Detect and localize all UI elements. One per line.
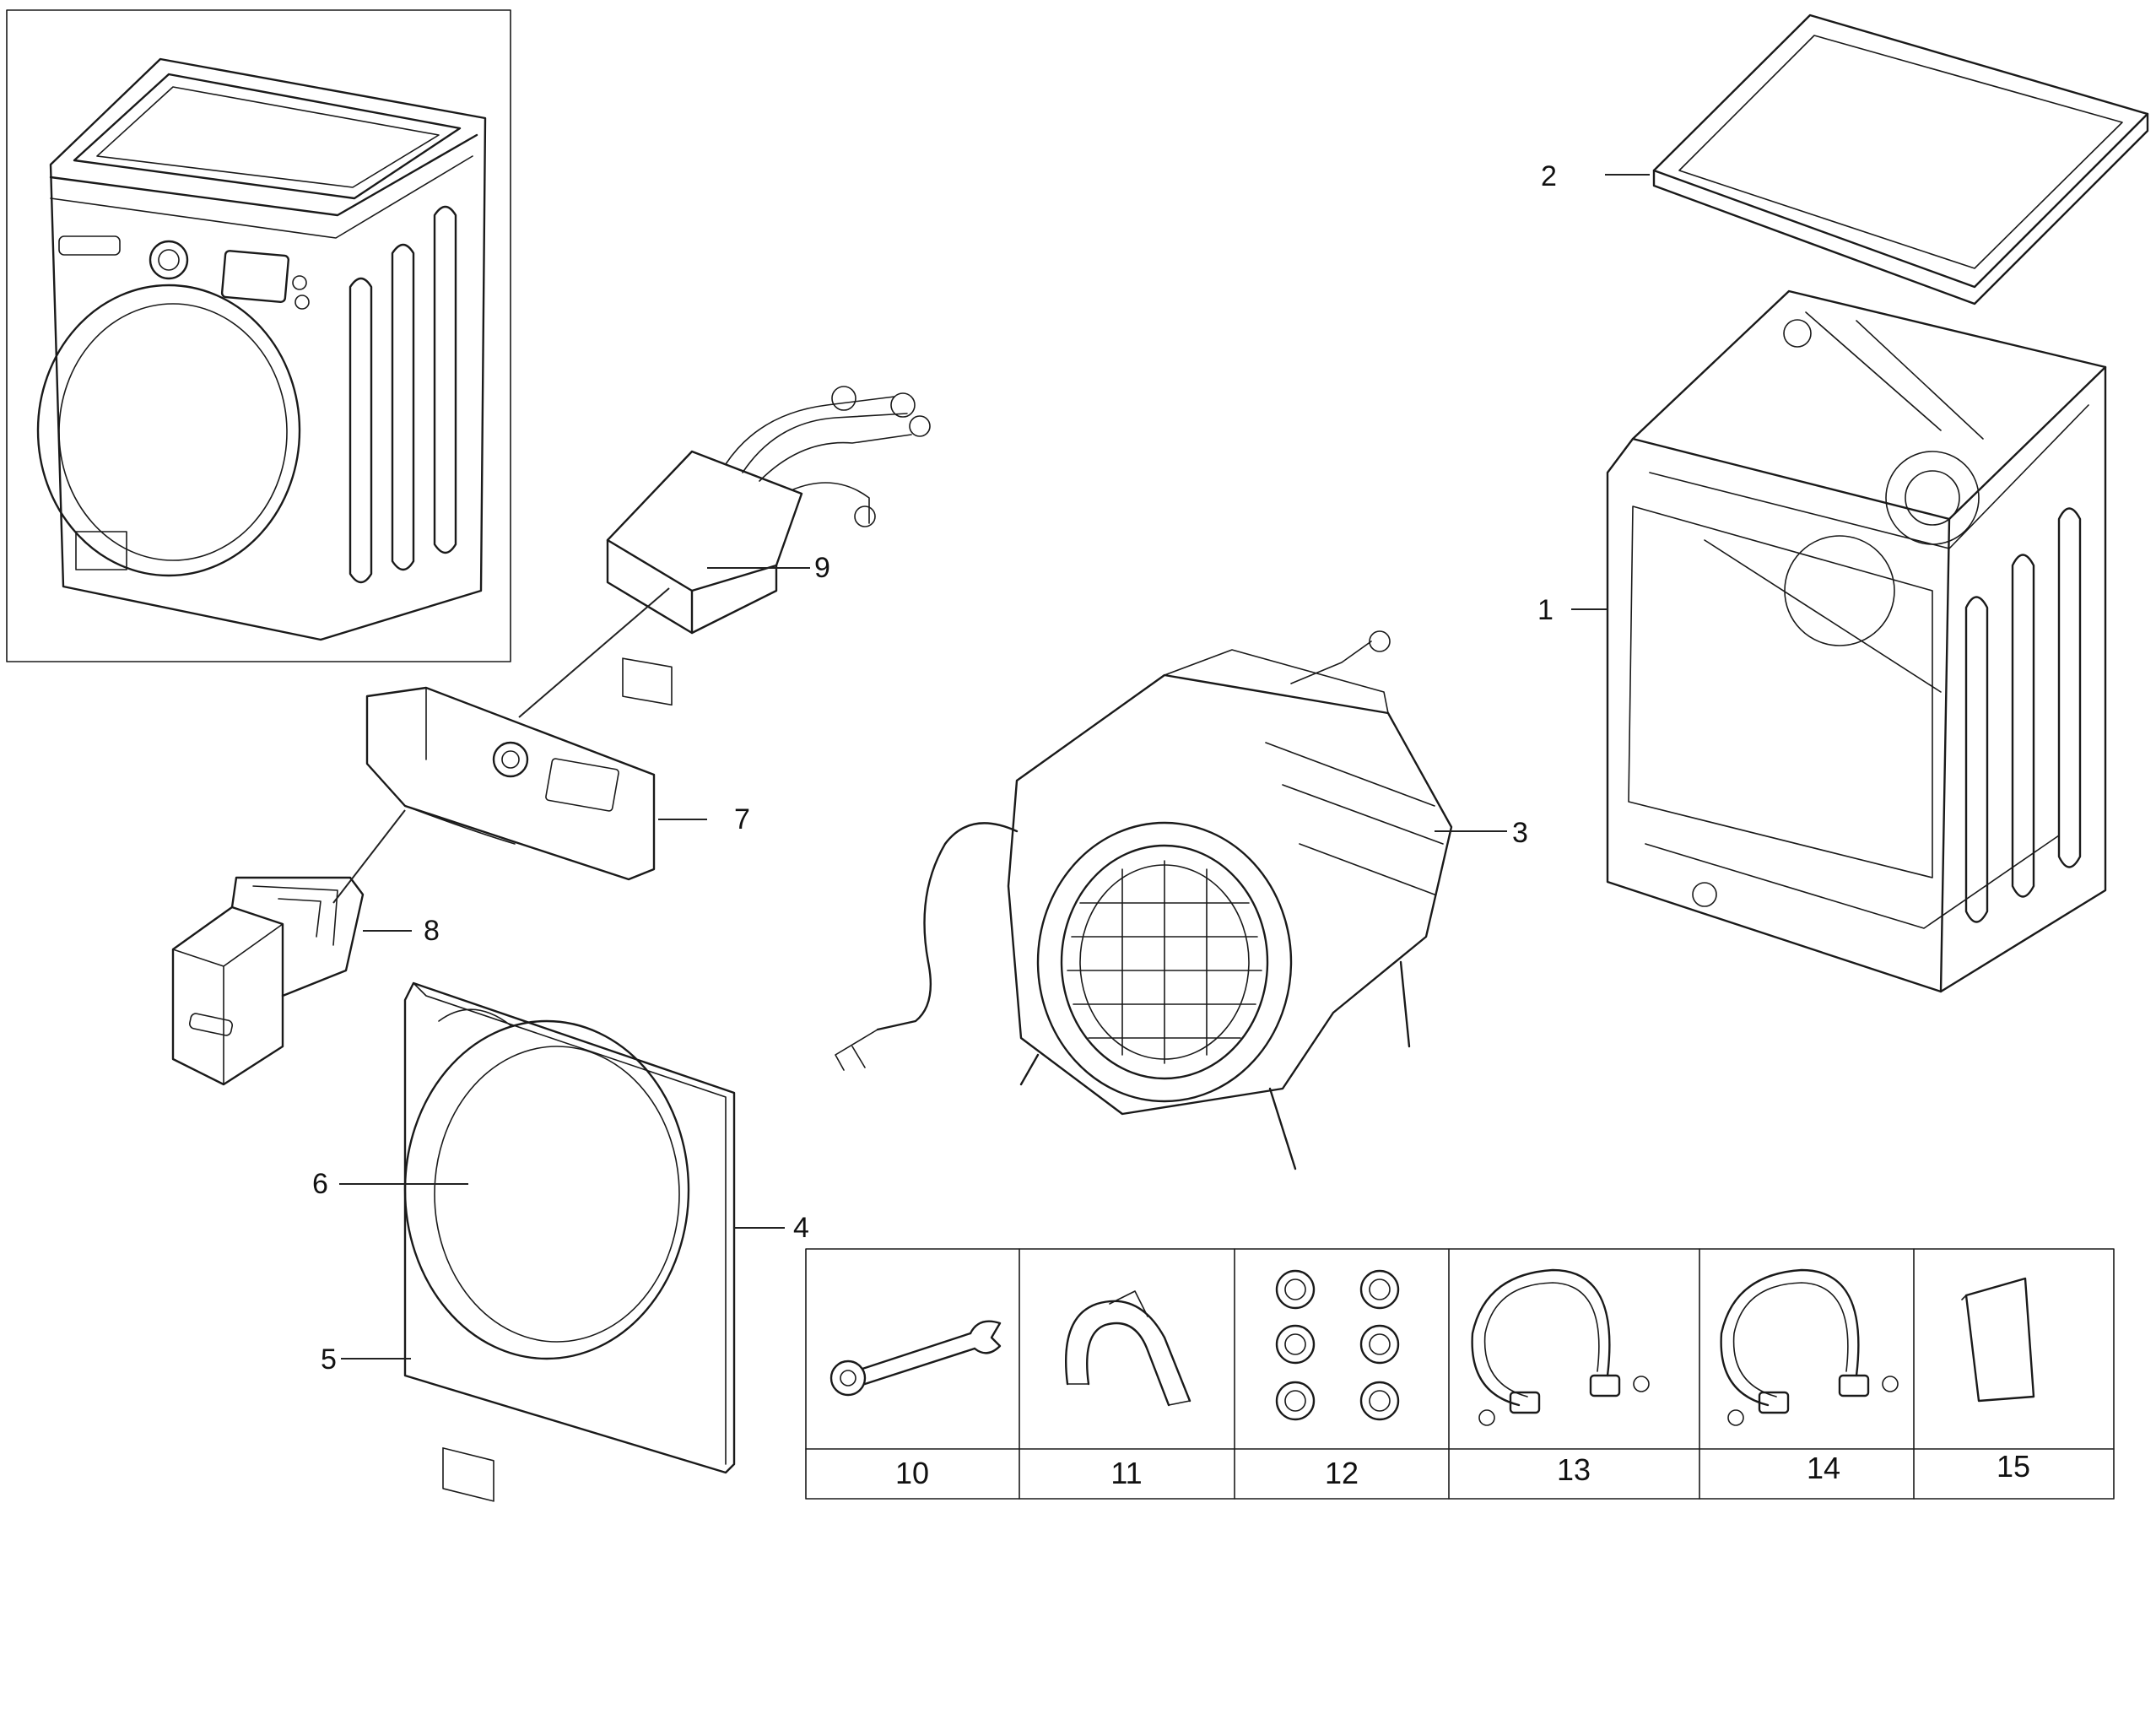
- callout-6: 6: [312, 1168, 328, 1200]
- callout-3: 3: [1512, 817, 1528, 849]
- sheet-icon: [1961, 1277, 2035, 1403]
- top-cover-drawing: [1652, 14, 2149, 305]
- accessory-label-14: 14: [1807, 1451, 1840, 1485]
- reference-washer: [6, 9, 511, 662]
- tub-drum-drawing: [835, 630, 1453, 1170]
- leader-lines: [332, 174, 1650, 1360]
- accessory-label-15: 15: [1997, 1449, 2030, 1484]
- callout-1: 1: [1537, 594, 1554, 626]
- dispenser-drawing: [606, 386, 931, 706]
- callout-9: 9: [814, 552, 830, 584]
- callout-5: 5: [321, 1343, 337, 1376]
- hose-icon: [1471, 1268, 1650, 1426]
- callout-numbers: 2 1 3 9 7 8 6 4 5: [312, 160, 1557, 1376]
- caps-icon: [1275, 1269, 1400, 1421]
- hose-guide-icon: [1064, 1290, 1191, 1407]
- control-panel-drawing: [365, 686, 656, 881]
- front-panel-drawing: [403, 981, 736, 1502]
- accessory-label-13: 13: [1557, 1452, 1591, 1487]
- cabinet-frame-drawing: [1606, 289, 2107, 993]
- callout-7: 7: [734, 803, 750, 835]
- accessories-table: 10 11 12 13 14 15: [805, 1248, 2115, 1500]
- accessory-label-12: 12: [1325, 1456, 1359, 1490]
- callout-8: 8: [424, 915, 440, 947]
- callout-2: 2: [1541, 160, 1557, 192]
- spanner-icon: [829, 1320, 1002, 1397]
- hose-icon: [1720, 1268, 1899, 1426]
- detergent-drawer-drawing: [171, 876, 365, 1086]
- accessory-label-11: 11: [1110, 1456, 1142, 1490]
- accessory-label-10: 10: [895, 1456, 929, 1490]
- callout-4: 4: [793, 1212, 809, 1244]
